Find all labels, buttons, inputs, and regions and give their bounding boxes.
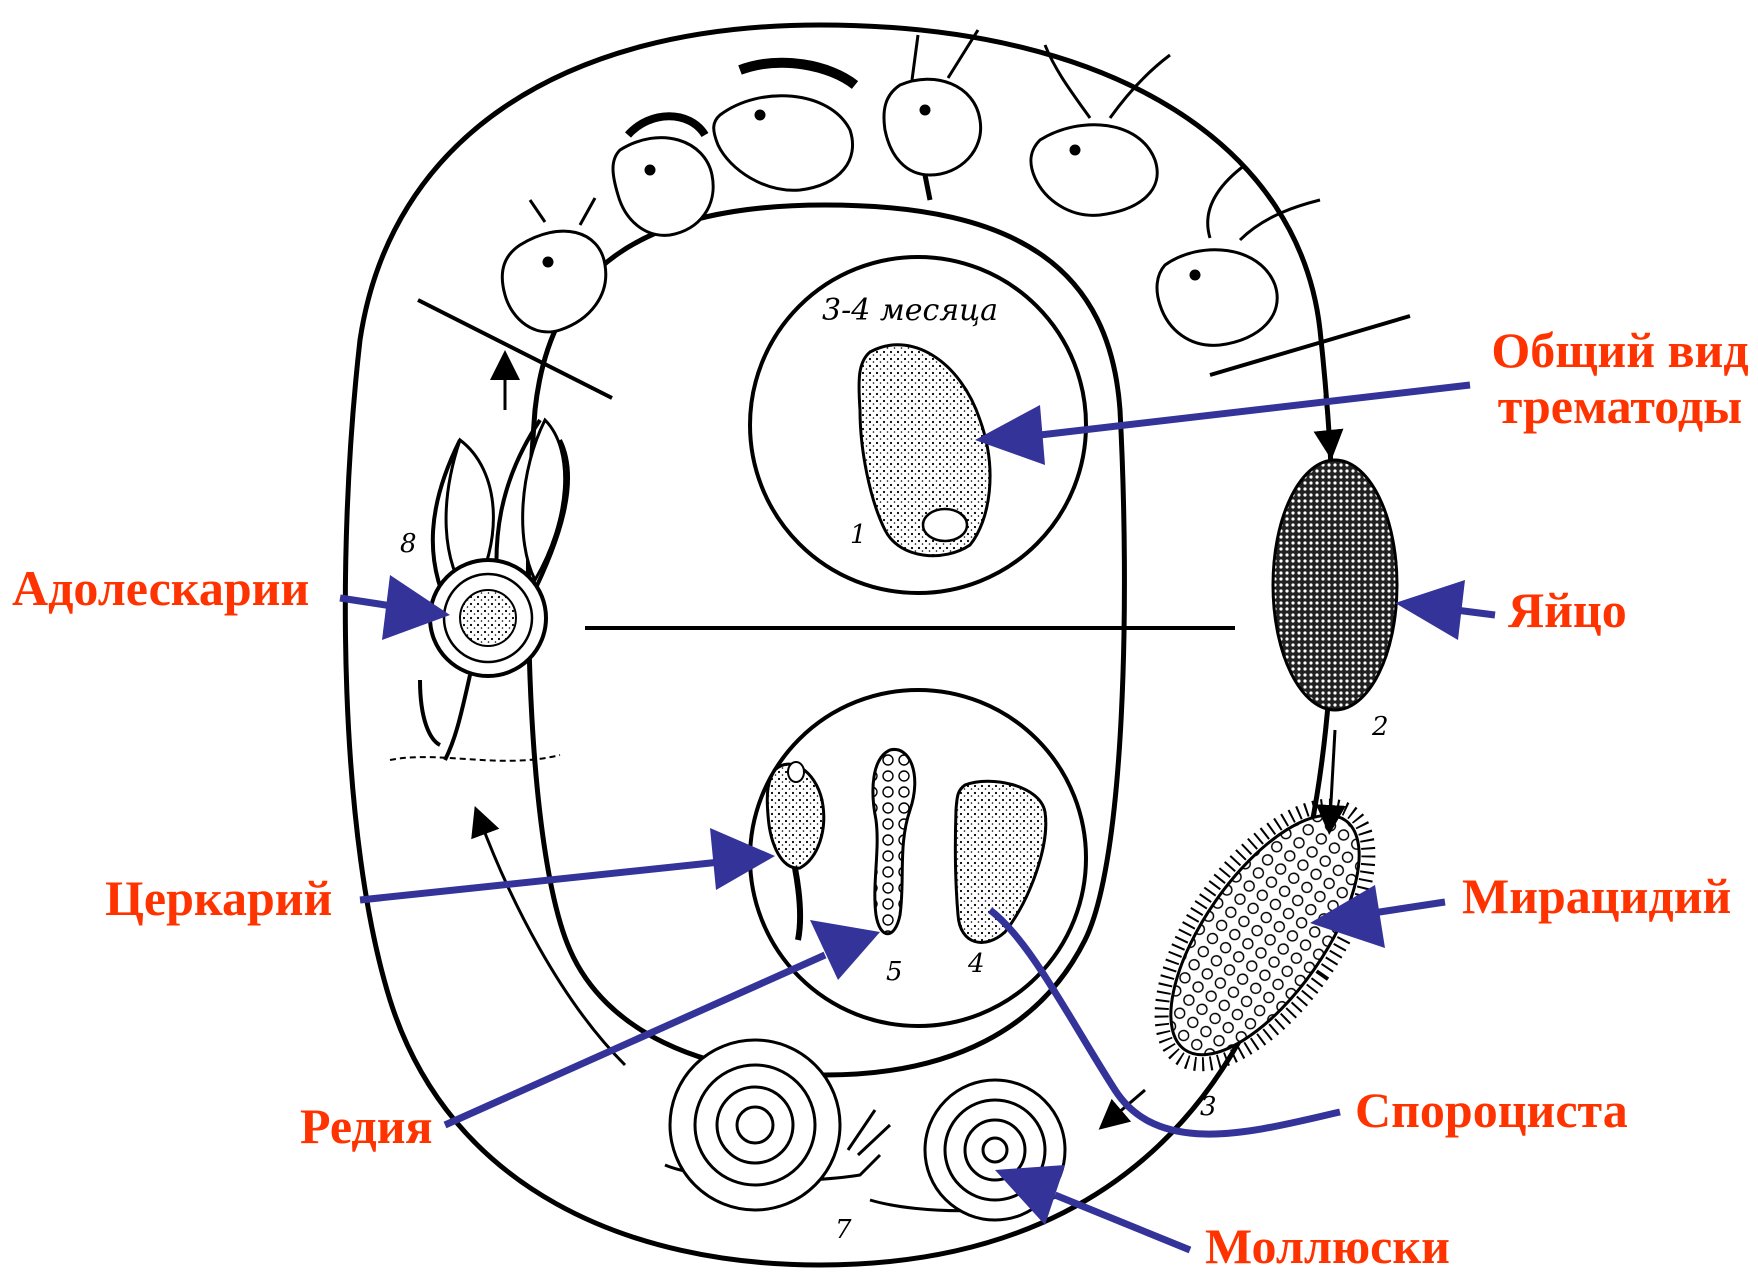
sheep-head-icon	[714, 63, 855, 190]
stage-number-7: 7	[835, 1215, 852, 1245]
cow-head-icon	[502, 198, 605, 332]
stage-number-2: 2	[1371, 712, 1389, 742]
time-caption: 3-4 месяца	[822, 293, 998, 328]
snail-left-icon	[665, 1040, 890, 1210]
label-miracidium: Мирацидий	[1462, 868, 1731, 924]
label-general-view-line2: трематоды	[1485, 378, 1755, 434]
label-general-view: Общий вид трематоды	[1485, 322, 1755, 434]
larval-stages-figure: 5 4	[750, 690, 1086, 1026]
label-general-view-line1: Общий вид	[1485, 322, 1755, 378]
label-sporocyst: Спороциста	[1355, 1082, 1628, 1138]
egg-figure: 2	[1273, 460, 1397, 742]
moose-head-icon	[1157, 165, 1320, 345]
pointer-egg	[1395, 580, 1495, 640]
label-egg: Яйцо	[1508, 582, 1627, 638]
label-mollusks: Моллюски	[1205, 1218, 1450, 1274]
pointer-cercaria	[360, 828, 775, 900]
label-redia: Редия	[300, 1098, 433, 1154]
stage-number-8: 8	[400, 529, 417, 559]
buffalo-head-icon	[613, 116, 713, 235]
label-adolescaria: Адолескарии	[12, 560, 309, 616]
stage-number-1: 1	[850, 520, 867, 550]
miracidium-figure: 3	[1122, 772, 1409, 1122]
label-cercaria: Церкарий	[105, 870, 332, 926]
stage-number-5: 5	[886, 957, 903, 987]
stage-number-4: 4	[967, 949, 985, 979]
stage-number-3: 3	[1200, 1092, 1217, 1122]
adolescaria-figure: 8	[390, 420, 568, 761]
goat-head-icon	[884, 30, 981, 200]
snails-figure: 7	[665, 1040, 1065, 1245]
